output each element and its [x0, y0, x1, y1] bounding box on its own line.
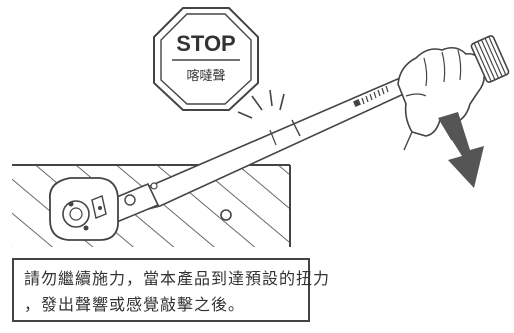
block-hole: [220, 209, 232, 221]
caption-box: 請勿繼續施力，當本產品到達預設的扭力 ，發出聲響或感覺敲擊之後。: [12, 258, 331, 322]
down-arrow-icon: [438, 112, 484, 188]
hand: [397, 46, 486, 151]
caption-line-2: ，發出聲響或感覺敲擊之後。: [24, 295, 246, 314]
socket: [470, 35, 510, 83]
stop-sign-icon: STOP 喀噠聲: [153, 7, 259, 111]
stop-text: STOP: [176, 31, 236, 56]
click-sound-text: 喀噠聲: [186, 68, 225, 84]
click-lines-icon: [237, 89, 285, 119]
torque-wrench: [48, 76, 410, 241]
caption-line-1: 請勿繼續施力，當本產品到達預設的扭力: [24, 269, 331, 288]
